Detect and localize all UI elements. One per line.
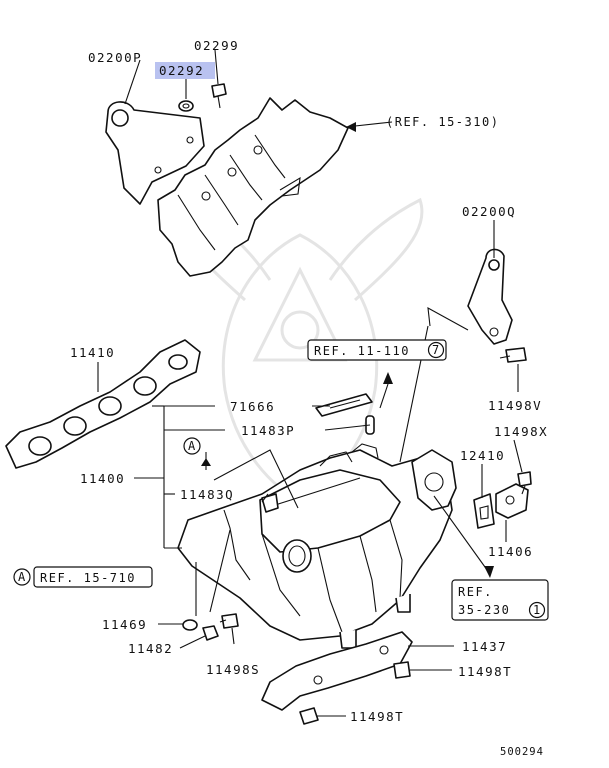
label-11482: 11482 (128, 641, 173, 656)
label-11406: 11406 (488, 544, 533, 559)
label-02292: 02292 (159, 63, 204, 78)
intake-manifold-11400 (177, 443, 453, 649)
intake-gasket-11410 (5, 339, 201, 469)
washer-11469 (182, 619, 198, 631)
label-02200P: 02200P (88, 50, 142, 65)
label-02299: 02299 (194, 38, 239, 53)
nut-11482 (202, 625, 219, 641)
hose-11483Q (261, 493, 279, 513)
highlighted-part-02292[interactable]: 02292 (155, 62, 215, 79)
label-11498S: 11498S (206, 662, 260, 677)
ref-35-230-box: REF. 35-230 1 (451, 579, 549, 621)
svg-text:A: A (188, 439, 196, 453)
label-11498V: 11498V (488, 398, 542, 413)
bolt-11498T-lower (299, 707, 319, 725)
bracket-02200Q (467, 248, 513, 345)
label-71666: 71666 (230, 399, 275, 414)
label-ref-11-110: REF. 11-110 (314, 344, 410, 358)
plate-11406 (495, 483, 529, 519)
highlight-box (155, 62, 215, 79)
label-11410: 11410 (70, 345, 115, 360)
label-11483Q: 11483Q (180, 487, 234, 502)
ref-15-710-group: A REF. 15-710 (13, 566, 153, 588)
label-ref-35-230-number: 1 (533, 603, 540, 617)
label-11400: 11400 (80, 471, 125, 486)
washer-02292 (178, 100, 194, 112)
label-11498X: 11498X (494, 424, 548, 439)
stay-11437 (261, 631, 413, 711)
bolt-11498S (219, 613, 239, 629)
label-11498T-upper: 11498T (458, 664, 512, 679)
gasket-12410 (473, 493, 495, 529)
label-12410: 12410 (460, 448, 505, 463)
label-02200Q: 02200Q (462, 204, 516, 219)
label-11483P: 11483P (241, 423, 295, 438)
decal-71666 (315, 393, 373, 417)
marker-a-lower: A (18, 570, 26, 584)
ref-11-110-box: REF. 11-110 7 (307, 339, 447, 361)
bolt-02299 (211, 83, 227, 109)
bracket-02200P (105, 101, 205, 205)
bolt-11498X (517, 471, 532, 495)
diagram-number: 500294 (500, 746, 544, 758)
label-ref-11-110-number: 7 (432, 343, 439, 357)
label-11498T-lower: 11498T (350, 709, 404, 724)
label-11469: 11469 (102, 617, 147, 632)
label-ref-15-310: (REF. 15-310) (386, 115, 499, 129)
bolt-11498V (499, 347, 527, 363)
label-ref-35-230-line1: REF. (458, 585, 493, 599)
label-11437: 11437 (462, 639, 507, 654)
label-ref-15-710: REF. 15-710 (40, 571, 136, 585)
throttle-flange (411, 449, 457, 511)
bolt-11498T-upper (393, 661, 411, 679)
callout-labels: 02200P 02299 02292 (REF. 15-310) 02200Q … (13, 38, 549, 758)
exhaust-manifold-cover (157, 97, 349, 277)
marker-a-upper: A (183, 437, 201, 455)
label-ref-35-230-line2: 35-230 (458, 603, 510, 617)
